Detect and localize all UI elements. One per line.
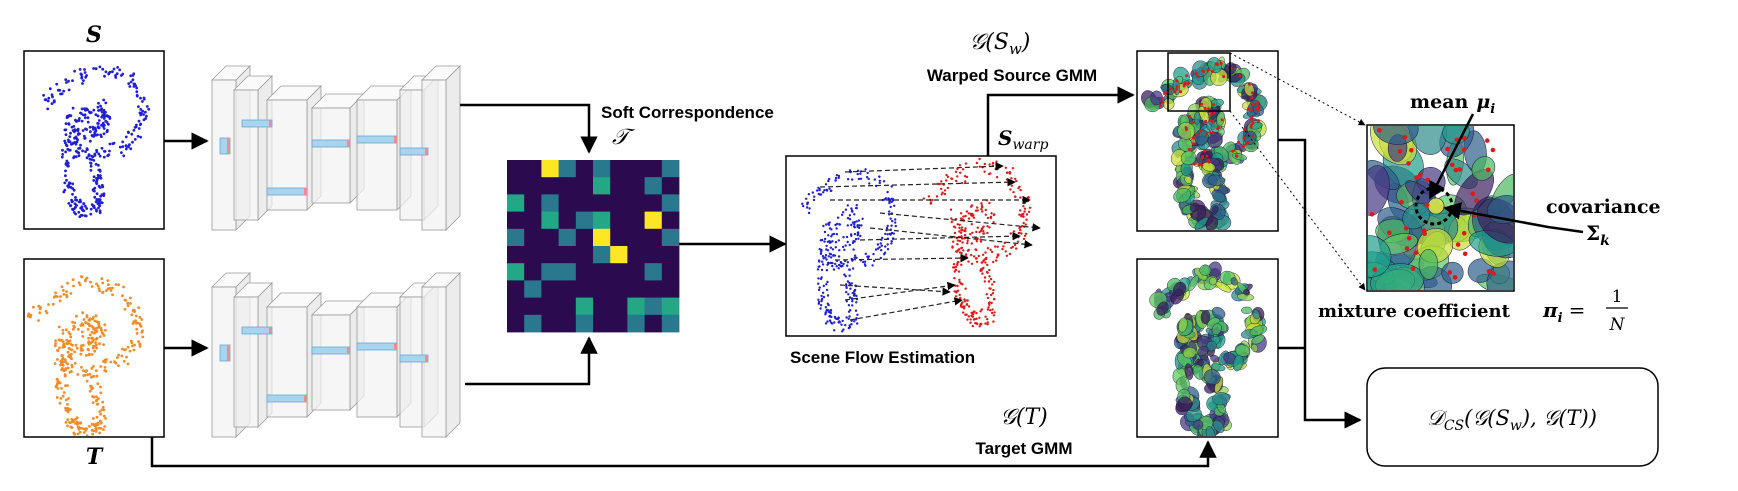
encoder-network-bottom xyxy=(211,272,461,438)
mixture-coefficient-label: mixture coefficient xyxy=(1318,301,1511,322)
target-points xyxy=(26,275,145,436)
target-label: T xyxy=(86,444,104,470)
fraction-numerator: 1 xyxy=(1612,287,1623,307)
source-label: S xyxy=(86,22,102,48)
scene-flow-panel: Scene Flow Estimation Swarp xyxy=(785,126,1057,367)
loss-expression: 𝒟CS(𝒢(Sw), 𝒢(T)) xyxy=(1427,406,1597,434)
arrow-net-top-to-matrix xyxy=(460,103,598,154)
loss-box xyxy=(1366,367,1659,467)
arrow-net-bottom-to-matrix xyxy=(465,336,598,386)
warped-gmm-ellipses xyxy=(1141,56,1268,230)
soft-correspondence-matrix xyxy=(507,160,680,333)
scene-flow-title: Scene Flow Estimation xyxy=(790,348,975,367)
soft-correspondence-title: Soft Correspondence xyxy=(601,103,774,122)
arrow-warped-to-loss xyxy=(1278,138,1362,429)
encoder-network-top xyxy=(211,65,461,231)
sigma-label: Σk xyxy=(1586,221,1610,249)
source-point-cloud-panel: S xyxy=(23,22,165,230)
warped-gmm-title: Warped Source GMM xyxy=(927,66,1097,85)
s-warp-label: Swarp xyxy=(998,126,1048,153)
scene-flow-points xyxy=(801,157,1041,333)
warped-gmm-symbol: 𝒢(Sw) xyxy=(970,30,1031,58)
source-points xyxy=(42,65,151,219)
target-gmm-title: Target GMM xyxy=(976,439,1073,458)
pi-label: πi= xyxy=(1542,298,1585,326)
target-gmm-symbol: 𝒢(T) xyxy=(1000,405,1048,430)
target-gmm-panel xyxy=(1136,258,1279,438)
covariance-label: covariance xyxy=(1546,196,1661,218)
arrow-target-to-target-gmm xyxy=(150,437,1217,468)
zoom-gmm-panel xyxy=(1366,124,1515,292)
fraction-denominator: N xyxy=(1609,315,1626,335)
target-gmm-ellipses xyxy=(1149,261,1268,436)
target-point-cloud-panel: T xyxy=(23,258,165,470)
warped-gmm-panel xyxy=(1136,50,1366,291)
zoom-region xyxy=(1167,52,1231,112)
arrow-flow-to-warped-gmm xyxy=(986,86,1135,156)
soft-correspondence-symbol: 𝒯 xyxy=(612,125,636,150)
